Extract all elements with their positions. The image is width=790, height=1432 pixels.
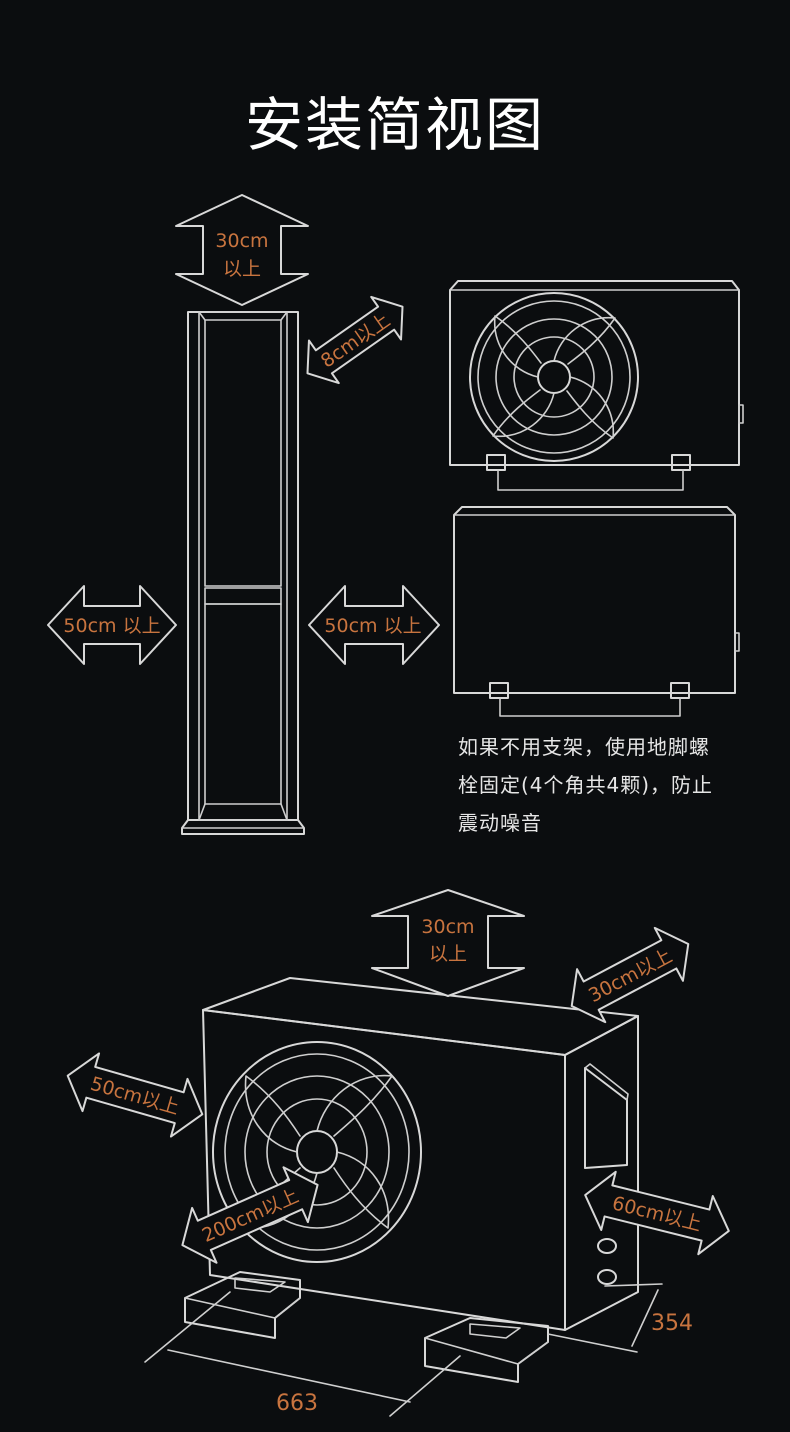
indoor-back-clearance-arrow: 8cm以上 <box>306 295 404 385</box>
indoor-unit-drawing <box>181 311 305 835</box>
indoor-top-label-line1: 30cm <box>215 230 268 252</box>
indoor-left-label: 50cm 以上 <box>63 615 160 637</box>
outdoor-front-clearance-arrow: 200cm以上 <box>181 1166 319 1264</box>
outdoor-top-clearance-arrow: 30cm 以上 <box>371 889 525 997</box>
indoor-top-clearance-arrow: 30cm 以上 <box>175 194 309 306</box>
outdoor-unit-front-view <box>449 280 744 491</box>
indoor-right-clearance-arrow: 50cm 以上 <box>308 585 440 665</box>
width-dimension-label: 663 <box>276 1391 318 1416</box>
indoor-right-label: 50cm 以上 <box>324 615 421 637</box>
outdoor-unit-back-view <box>453 506 740 717</box>
outdoor-top-label-line1: 30cm <box>421 916 474 938</box>
page-title: 安装简视图 <box>244 91 545 159</box>
dimension-lines: 663 354 <box>144 1283 693 1417</box>
mounting-note-line1: 如果不用支架，使用地脚螺 <box>458 735 710 759</box>
indoor-top-label-line2: 以上 <box>223 258 261 280</box>
mounting-note-line3: 震动噪音 <box>458 811 542 835</box>
depth-dimension-label: 354 <box>651 1311 693 1336</box>
indoor-left-clearance-arrow: 50cm 以上 <box>47 585 177 665</box>
mounting-note-line2: 栓固定(4个角共4颗)，防止 <box>458 773 714 797</box>
outdoor-top-label-line2: 以上 <box>429 943 467 965</box>
mounting-note: 如果不用支架，使用地脚螺 栓固定(4个角共4颗)，防止 震动噪音 <box>458 728 758 842</box>
outdoor-unit-perspective <box>184 977 639 1383</box>
outdoor-left-clearance-arrow: 50cm以上 <box>66 1052 204 1138</box>
outdoor-side-clearance-arrow: 60cm以上 <box>584 1170 730 1256</box>
